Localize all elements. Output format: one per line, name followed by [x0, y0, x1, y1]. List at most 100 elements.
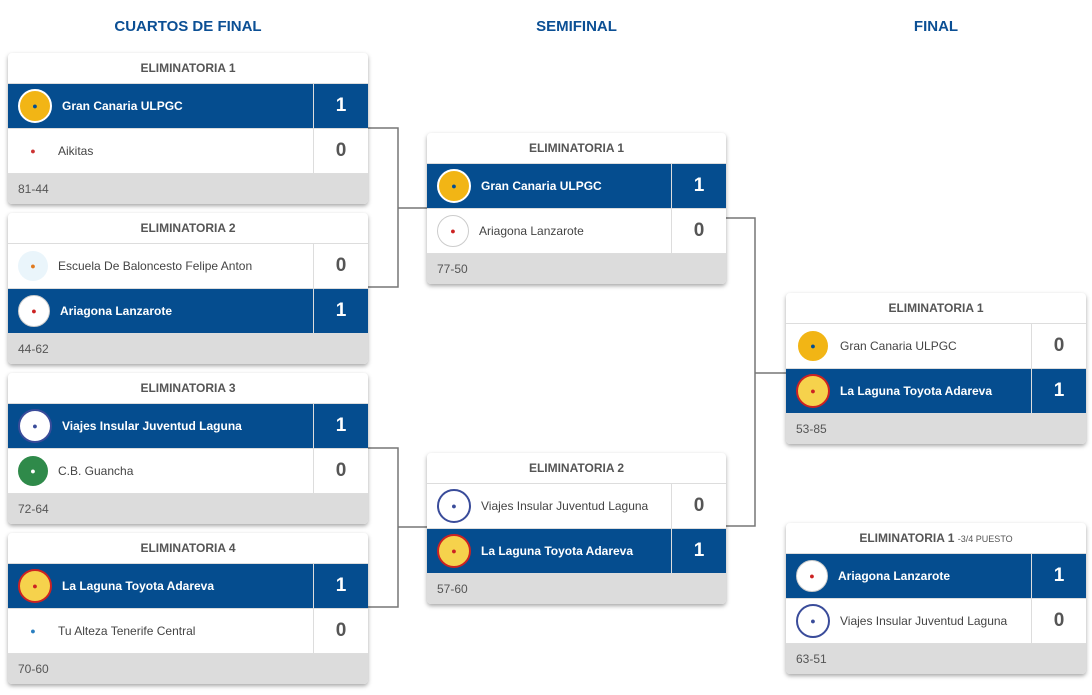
match-card[interactable]: ELIMINATORIA 3 ● Viajes Insular Juventud… — [8, 373, 368, 524]
tenerife-central-logo-icon: ● — [18, 616, 48, 646]
match-result: 72-64 — [8, 494, 368, 524]
team-score: 0 — [1031, 324, 1086, 368]
team-score: 0 — [313, 244, 368, 288]
match-title-text: ELIMINATORIA 1 — [140, 61, 236, 75]
match-card[interactable]: ELIMINATORIA 1 ● Gran Canaria ULPGC 1 ● … — [8, 53, 368, 204]
team-name: Gran Canaria ULPGC — [481, 179, 602, 193]
team-row[interactable]: ● Ariagona Lanzarote 1 — [8, 289, 368, 334]
team-row[interactable]: ● Ariagona Lanzarote 0 — [427, 209, 726, 254]
team-row[interactable]: ● Escuela De Baloncesto Felipe Anton 0 — [8, 244, 368, 289]
match-title-text: ELIMINATORIA 4 — [140, 541, 236, 555]
team-row[interactable]: ● Tu Alteza Tenerife Central 0 — [8, 609, 368, 654]
match-result: 77-50 — [427, 254, 726, 284]
team-name: C.B. Guancha — [58, 464, 134, 478]
team-row[interactable]: ● Viajes Insular Juventud Laguna 0 — [427, 484, 726, 529]
adareva-logo-icon: ● — [796, 374, 830, 408]
match-title-text: ELIMINATORIA 2 — [140, 221, 236, 235]
team-name: Escuela De Baloncesto Felipe Anton — [58, 259, 253, 273]
match-card[interactable]: ELIMINATORIA 2 ● Viajes Insular Juventud… — [427, 453, 726, 604]
team-row[interactable]: ● La Laguna Toyota Adareva 1 — [427, 529, 726, 574]
team-name: Viajes Insular Juventud Laguna — [62, 419, 242, 433]
match-title: ELIMINATORIA 1 — [427, 133, 726, 164]
match-result: 44-62 — [8, 334, 368, 364]
team-name: La Laguna Toyota Adareva — [62, 579, 215, 593]
match-title: ELIMINATORIA 4 — [8, 533, 368, 564]
match-result: 53-85 — [786, 414, 1086, 444]
team-name: Ariagona Lanzarote — [838, 569, 951, 583]
adareva-logo-icon: ● — [18, 569, 52, 603]
match-card[interactable]: ELIMINATORIA 4 ● La Laguna Toyota Adarev… — [8, 533, 368, 684]
match-card[interactable]: ELIMINATORIA 1 -3/4 PUESTO ● Ariagona La… — [786, 523, 1086, 674]
team-name: Aikitas — [58, 144, 94, 158]
aikitas-logo-icon: ● — [18, 136, 48, 166]
team-row[interactable]: ● Aikitas 0 — [8, 129, 368, 174]
team-name: Viajes Insular Juventud Laguna — [481, 499, 649, 513]
team-name: Tu Alteza Tenerife Central — [58, 624, 196, 638]
team-name: Gran Canaria ULPGC — [840, 339, 957, 353]
team-score: 0 — [313, 449, 368, 493]
team-row[interactable]: ● Viajes Insular Juventud Laguna 1 — [8, 404, 368, 449]
gran-canaria-logo-icon: ● — [437, 169, 471, 203]
team-name: Gran Canaria ULPGC — [62, 99, 183, 113]
round-title-semifinal: SEMIFINAL — [536, 18, 617, 35]
team-row[interactable]: ● La Laguna Toyota Adareva 1 — [786, 369, 1086, 414]
team-row[interactable]: ● Gran Canaria ULPGC 1 — [8, 84, 368, 129]
match-title-text: ELIMINATORIA 1 — [859, 531, 955, 545]
match-subtitle: -3/4 PUESTO — [957, 534, 1013, 544]
guancha-logo-icon: ● — [18, 456, 48, 486]
team-name: La Laguna Toyota Adareva — [840, 384, 993, 398]
team-score: 1 — [1031, 554, 1086, 598]
ariagona-logo-icon: ● — [796, 560, 828, 592]
team-score: 1 — [313, 84, 368, 128]
match-title-text: ELIMINATORIA 1 — [888, 301, 984, 315]
match-title-text: ELIMINATORIA 1 — [528, 141, 625, 155]
gran-canaria-logo-icon: ● — [18, 89, 52, 123]
juventud-laguna-logo-icon: ● — [18, 409, 52, 443]
match-title: ELIMINATORIA 1 -3/4 PUESTO — [786, 523, 1086, 554]
match-card[interactable]: ELIMINATORIA 1 ● Gran Canaria ULPGC 1 ● … — [427, 133, 726, 284]
team-score: 0 — [313, 609, 368, 653]
adareva-logo-icon: ● — [437, 534, 471, 568]
team-score: 0 — [313, 129, 368, 173]
ariagona-logo-icon: ● — [437, 215, 469, 247]
match-card[interactable]: ELIMINATORIA 1 ● Gran Canaria ULPGC 0 ● … — [786, 293, 1086, 444]
team-name: Ariagona Lanzarote — [479, 224, 584, 238]
round-title-quarterfinals: CUARTOS DE FINAL — [114, 18, 262, 35]
team-score: 0 — [671, 484, 726, 528]
team-row[interactable]: ● Ariagona Lanzarote 1 — [786, 554, 1086, 599]
round-title-final: FINAL — [913, 18, 959, 35]
match-result: 63-51 — [786, 644, 1086, 674]
match-title-text: ELIMINATORIA 3 — [140, 381, 236, 395]
team-score: 1 — [313, 564, 368, 608]
team-name: Viajes Insular Juventud Laguna — [840, 614, 1008, 628]
felipe-anton-logo-icon: ● — [18, 251, 48, 281]
team-score: 0 — [671, 209, 726, 253]
juventud-laguna-logo-icon: ● — [437, 489, 471, 523]
team-row[interactable]: ● Viajes Insular Juventud Laguna 0 — [786, 599, 1086, 644]
match-result: 81-44 — [8, 174, 368, 204]
team-row[interactable]: ● C.B. Guancha 0 — [8, 449, 368, 494]
match-card[interactable]: ELIMINATORIA 2 ● Escuela De Baloncesto F… — [8, 213, 368, 364]
team-row[interactable]: ● Gran Canaria ULPGC 1 — [427, 164, 726, 209]
match-title: ELIMINATORIA 1 — [786, 293, 1086, 324]
team-name: La Laguna Toyota Adareva — [481, 544, 634, 558]
match-title: ELIMINATORIA 3 — [8, 373, 368, 404]
team-score: 1 — [671, 164, 726, 208]
team-name: Ariagona Lanzarote — [60, 304, 173, 318]
team-score: 1 — [1031, 369, 1086, 413]
match-result: 57-60 — [427, 574, 726, 604]
team-score: 1 — [313, 404, 368, 448]
team-score: 1 — [313, 289, 368, 333]
team-row[interactable]: ● La Laguna Toyota Adareva 1 — [8, 564, 368, 609]
ariagona-logo-icon: ● — [18, 295, 50, 327]
match-result: 70-60 — [8, 654, 368, 684]
juventud-laguna-logo-icon: ● — [796, 604, 830, 638]
match-title: ELIMINATORIA 2 — [8, 213, 368, 244]
team-score: 0 — [1031, 599, 1086, 643]
team-row[interactable]: ● Gran Canaria ULPGC 0 — [786, 324, 1086, 369]
match-title-text: ELIMINATORIA 2 — [528, 461, 625, 475]
match-title: ELIMINATORIA 1 — [8, 53, 368, 84]
gran-canaria-logo-icon: ● — [796, 329, 830, 363]
team-score: 1 — [671, 529, 726, 573]
